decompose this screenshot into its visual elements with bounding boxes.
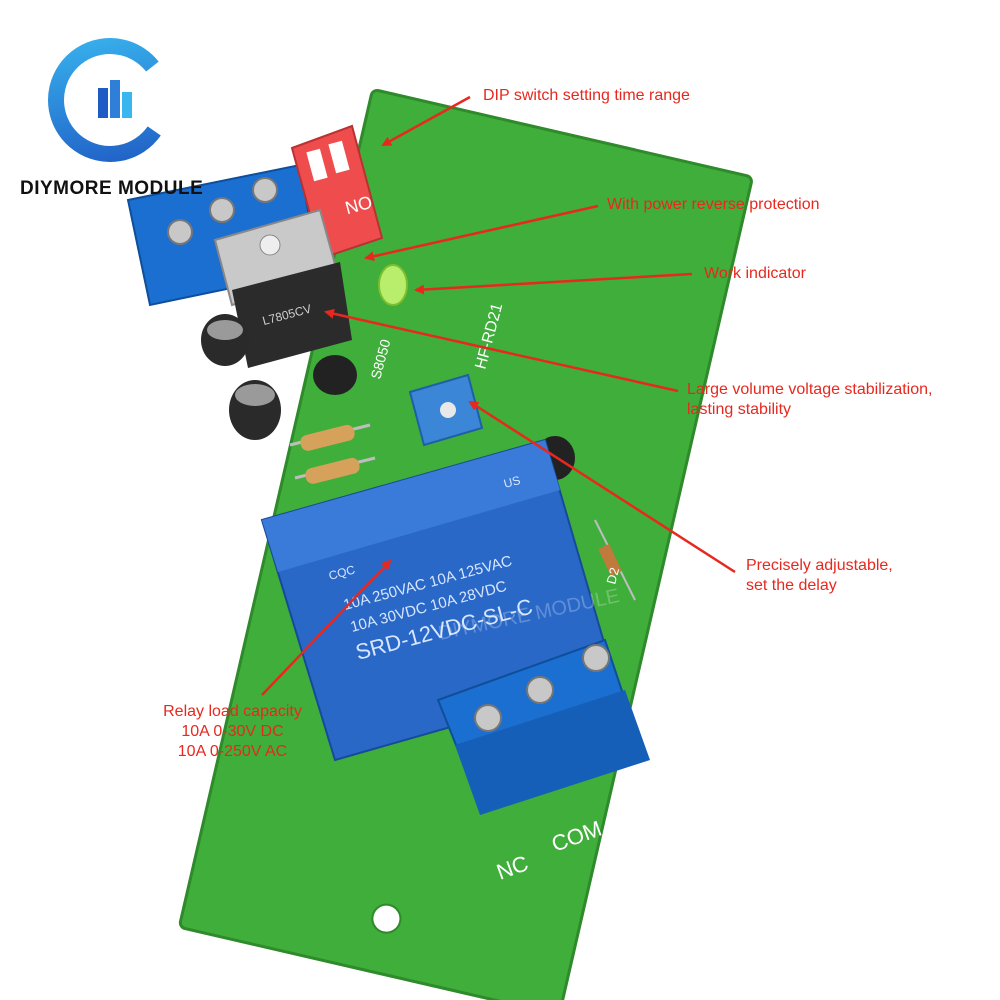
- callout-dip-switch: DIP switch setting time range: [483, 86, 690, 106]
- callout-stabilization: Large volume voltage stabilization, last…: [687, 380, 932, 420]
- arrow-relay-load: [261, 559, 392, 696]
- out-label: OUT: [665, 664, 694, 706]
- callout-work-indicator-text: Work indicator: [704, 265, 806, 282]
- callout-relay-load-line-1: Relay load capacity: [163, 703, 302, 720]
- diymore-logo-icon: [48, 38, 172, 162]
- resistors: [289, 423, 376, 484]
- potentiometer: [408, 373, 484, 447]
- relay-ul-label: US: [502, 473, 522, 491]
- callout-adjustable: Precisely adjustable, set the delay: [746, 556, 893, 596]
- callout-work-indicator: Work indicator: [704, 264, 806, 284]
- arrow-dip-switch: [381, 95, 471, 147]
- callout-arrows: [261, 95, 736, 696]
- arrow-reverse-protection: [364, 204, 599, 262]
- callout-adjustable-line-1: Precisely adjustable,: [746, 557, 893, 574]
- callout-relay-load-line-3: 10A 0-250V AC: [177, 743, 288, 760]
- relay-cert-label: CQC: [327, 562, 357, 583]
- arrow-work-indicator: [414, 272, 693, 295]
- max-label: 10AMax: [692, 633, 723, 691]
- brand-name: DIYMORE MODULE: [20, 178, 204, 199]
- arrow-adjustable: [468, 400, 736, 574]
- callout-dip-switch-text: DIP switch setting time range: [483, 87, 690, 104]
- arrow-stabilization: [324, 308, 679, 393]
- diode-label: D2: [603, 566, 622, 586]
- callout-reverse-protection: With power reverse protection: [607, 195, 820, 215]
- output-terminal-block: [436, 638, 650, 815]
- callout-reverse-protection-text: With power reverse protection: [607, 196, 820, 213]
- callout-stabilization-line-1: Large volume voltage stabilization,: [687, 381, 933, 398]
- work-indicator-led: [378, 264, 408, 306]
- terminal-no-label: NO: [643, 770, 683, 805]
- mounting-hole: [371, 903, 402, 934]
- callout-stabilization-line-2: lasting stability: [687, 401, 792, 418]
- voltage-regulator: L7805CV: [213, 208, 352, 368]
- callout-adjustable-line-2: set the delay: [746, 577, 837, 594]
- capacitors: [201, 314, 281, 440]
- callout-relay-load-line-2: 10A 0-30V DC: [181, 723, 284, 740]
- callout-relay-load: Relay load capacity 10A 0-30V DC 10A 0-2…: [150, 702, 315, 762]
- diode: D2: [594, 519, 636, 601]
